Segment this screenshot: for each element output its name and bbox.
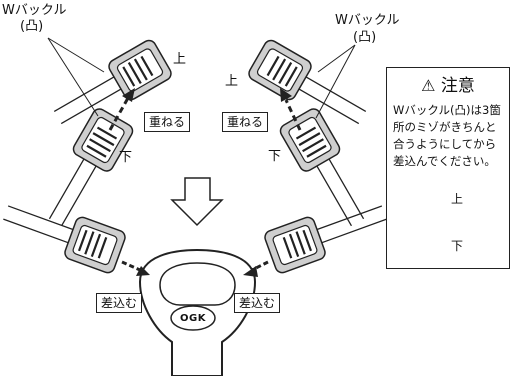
pointer-line-right-b	[315, 44, 356, 119]
arrow-insert-left	[121, 260, 141, 272]
insert-box-right: 差込む	[234, 293, 281, 313]
label-up-left: 上	[173, 52, 187, 67]
arrowhead-overlap-right	[280, 88, 292, 102]
w-buckle-sub-right: (凸)	[353, 30, 377, 45]
label-down-right: 下	[268, 149, 282, 164]
strap-top-right-lower	[276, 105, 365, 227]
overlap-box-left: 重ねる	[144, 112, 191, 132]
arrowhead-overlap-left	[122, 88, 135, 102]
label-down-left: 下	[119, 150, 133, 165]
logo-text: OGK	[180, 313, 206, 324]
w-buckle-sub-left: (凸)	[20, 19, 44, 34]
caution-title: 注意	[440, 76, 475, 96]
caution-inset-up: 上	[451, 192, 464, 206]
receiver-inner	[159, 262, 236, 306]
pointer-line-left-a	[47, 37, 105, 73]
big-down-arrow	[170, 177, 224, 227]
logo-badge	[170, 305, 216, 331]
strap-top-left-lower	[48, 105, 137, 227]
caution-text: Wバックル(凸)は3箇所のミゾがきちんと合うようにしてから差込んでください。	[393, 103, 501, 168]
overlap-box-right: 重ねる	[222, 112, 269, 132]
caution-header: ⚠ 注意	[387, 76, 509, 96]
warning-triangle-icon: ⚠	[421, 76, 436, 95]
pointer-line-left-b	[47, 37, 99, 117]
strap-bottom-left	[2, 205, 129, 276]
arrowhead-insert-left	[136, 266, 150, 276]
w-buckle-label-left: Wバックル	[2, 3, 67, 18]
w-buckle-label-right: Wバックル	[335, 13, 400, 28]
label-up-right: 上	[225, 74, 239, 89]
strap-bottom-right	[261, 205, 388, 276]
arrow-overlap-left	[108, 97, 130, 131]
arrow-insert-right	[251, 260, 269, 272]
arrowhead-insert-right	[243, 266, 258, 277]
caution-panel: ⚠ 注意 Wバックル(凸)は3箇所のミゾがきちんと合うようにしてから差込んでくだ…	[386, 67, 510, 269]
arrow-overlap-right	[284, 99, 302, 131]
pointer-line-right-a	[317, 44, 356, 73]
caution-inset-down: 下	[451, 239, 464, 253]
insert-box-left: 差込む	[96, 293, 143, 313]
